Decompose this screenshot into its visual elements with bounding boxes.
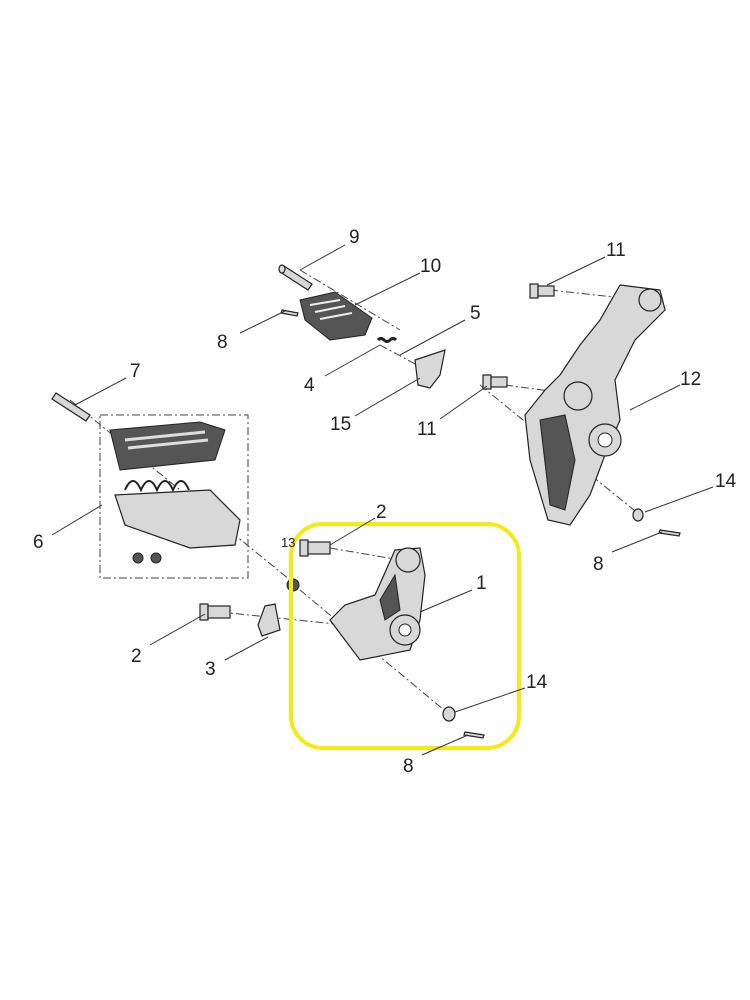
highlight-frame [289, 522, 521, 750]
callout-2: 2 [376, 502, 387, 523]
part-14-washer [632, 508, 644, 522]
part-4-spring [376, 337, 398, 343]
callout-12: 12 [680, 369, 701, 390]
part-2-bolt [299, 539, 331, 557]
callout-8: 8 [403, 756, 414, 777]
part-7-pin [51, 392, 91, 422]
callout-11: 11 [417, 419, 437, 440]
part-6-footpeg [109, 421, 241, 564]
part-1-bracket [329, 547, 426, 661]
part-15-plate [414, 349, 446, 389]
part-11-bolt [482, 374, 508, 390]
leader-lines [51, 244, 714, 756]
callout-8: 8 [593, 554, 604, 575]
callout-9: 9 [349, 227, 360, 248]
callout-7: 7 [130, 361, 141, 382]
callout-5: 5 [470, 303, 481, 324]
callout-2: 2 [131, 646, 142, 667]
part-8-split-pin [463, 731, 485, 739]
callout-4: 4 [304, 375, 315, 396]
part-11-bolt [529, 283, 555, 299]
part-6-assembly-box [99, 414, 249, 579]
part-8-split-pin [658, 529, 681, 537]
callout-labels: 9 10 8 5 4 15 11 11 12 7 6 2 13 1 2 3 14… [33, 227, 737, 777]
part-14-washer [442, 706, 456, 722]
callout-15: 15 [330, 414, 351, 435]
callout-10: 10 [420, 256, 441, 277]
callout-11: 11 [606, 240, 626, 261]
callout-14: 14 [715, 471, 737, 492]
callout-14: 14 [526, 672, 548, 693]
callout-8: 8 [217, 332, 228, 353]
part-3-plate [257, 603, 281, 637]
part-12-bracket [524, 284, 666, 526]
part-9-pin [278, 264, 313, 291]
callout-1: 1 [476, 573, 487, 594]
callout-3: 3 [205, 659, 216, 680]
part-10-footpeg [299, 291, 373, 341]
part-2-bolt [199, 603, 231, 621]
callout-6: 6 [33, 532, 44, 553]
callout-13: 13 [281, 535, 295, 550]
part-8-split-pin [280, 309, 299, 317]
